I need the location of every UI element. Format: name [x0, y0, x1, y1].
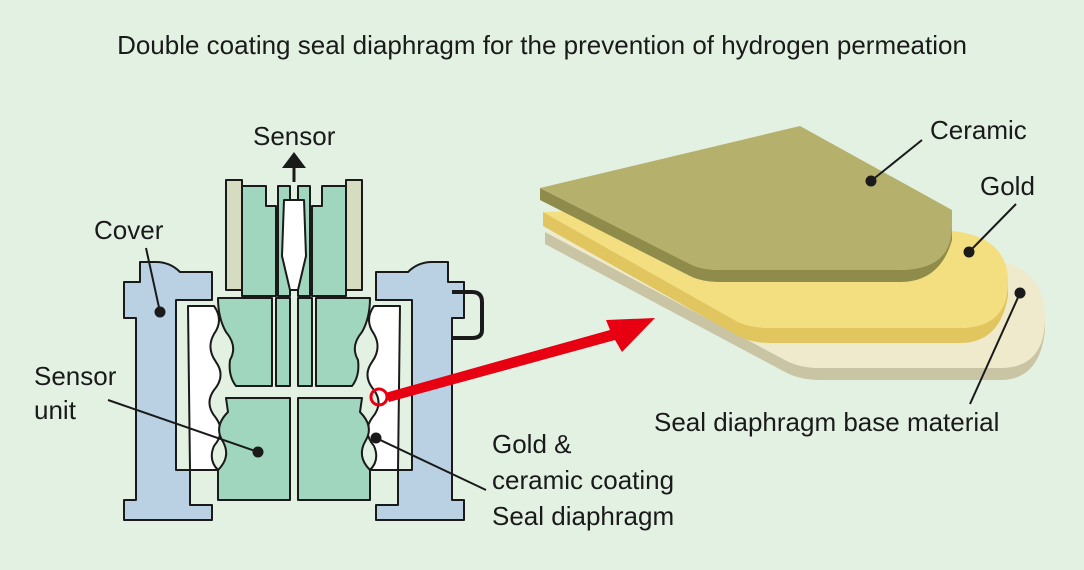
sensor-unit-lower-right [297, 397, 371, 501]
label-ceramic: Ceramic [930, 115, 1027, 145]
diaphragm-right [366, 305, 401, 471]
sensor-unit-upper-right [315, 297, 371, 387]
up-arrow-icon [282, 152, 306, 182]
red-arrow-icon [385, 318, 655, 402]
label-gold-ceramic-line3: Seal diaphragm [492, 501, 675, 531]
layered-plate [540, 126, 1045, 380]
ceramic-layer-side [540, 188, 952, 282]
label-sensor-unit-line2: unit [34, 395, 76, 425]
leader-dots [154, 175, 1026, 458]
label-gold-ceramic-line2: ceramic coating [492, 465, 675, 495]
label-base-material: Seal diaphragm base material [654, 407, 1000, 437]
label-sensor-unit-line1: Sensor [34, 361, 117, 391]
cover-left [123, 261, 213, 521]
label-sensor: Sensor [253, 121, 336, 151]
leader-lines [107, 139, 1021, 491]
label-gold: Gold [980, 171, 1035, 201]
label-cover: Cover [94, 215, 164, 245]
ceramic-layer-top [540, 126, 952, 270]
gold-layer-side [543, 212, 1008, 343]
diagram-title: Double coating seal diaphragm for the pr… [117, 30, 967, 60]
sensor-cross-section [123, 179, 484, 521]
connector-stem [225, 179, 363, 297]
label-gold-ceramic-line1: Gold & [492, 429, 572, 459]
diaphragm-left [187, 305, 222, 471]
sensor-unit-upper-left [217, 297, 273, 387]
